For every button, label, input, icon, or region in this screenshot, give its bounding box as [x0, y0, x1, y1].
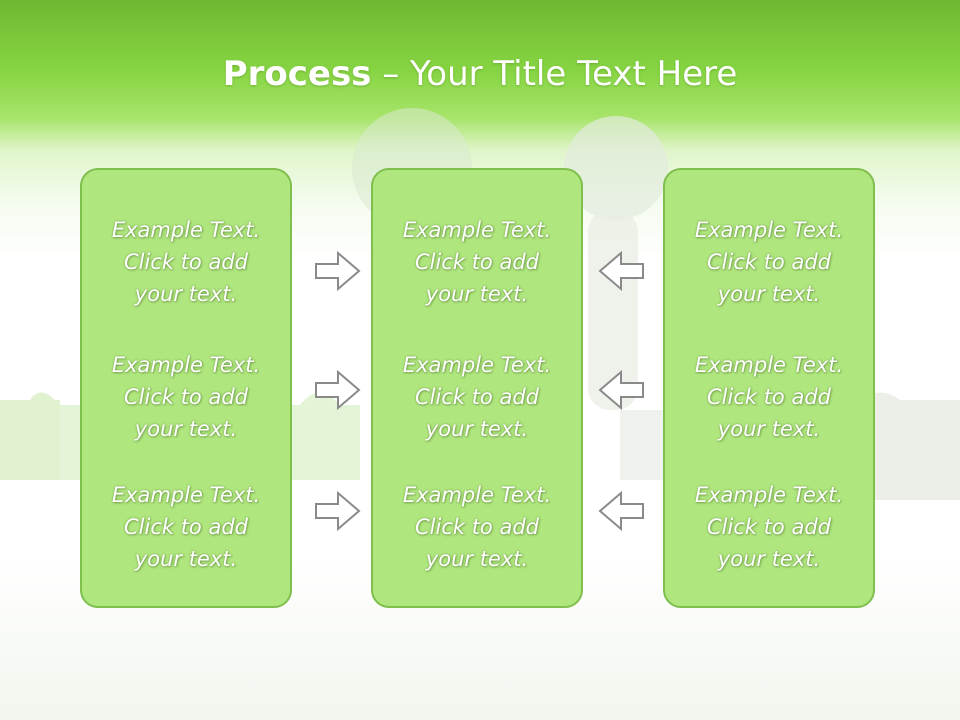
arrow-left-icon	[598, 250, 644, 292]
text-line: Example Text.	[111, 218, 261, 242]
title-rest: – Your Title Text Here	[371, 54, 738, 94]
text-line: Click to add	[414, 385, 539, 409]
text-item[interactable]: Example Text. Click to add your text.	[373, 479, 581, 575]
text-line: your text.	[425, 282, 529, 306]
arrow-left-icon	[598, 490, 644, 532]
text-line: your text.	[134, 282, 238, 306]
text-line: Click to add	[414, 515, 539, 539]
text-line: your text.	[717, 417, 821, 441]
text-item[interactable]: Example Text. Click to add your text.	[665, 479, 873, 575]
text-item[interactable]: Example Text. Click to add your text.	[82, 214, 290, 310]
text-line: Example Text.	[402, 353, 552, 377]
text-item[interactable]: Example Text. Click to add your text.	[373, 214, 581, 310]
text-item[interactable]: Example Text. Click to add your text.	[82, 479, 290, 575]
text-line: Click to add	[414, 250, 539, 274]
text-line: your text.	[717, 282, 821, 306]
text-line: your text.	[717, 547, 821, 571]
text-item[interactable]: Example Text. Click to add your text.	[373, 349, 581, 445]
text-item[interactable]: Example Text. Click to add your text.	[82, 349, 290, 445]
text-line: Example Text.	[694, 218, 844, 242]
text-line: Click to add	[706, 515, 831, 539]
text-item[interactable]: Example Text. Click to add your text.	[665, 349, 873, 445]
text-line: Example Text.	[402, 218, 552, 242]
arrow-right-icon	[315, 250, 361, 292]
text-line: Example Text.	[111, 353, 261, 377]
text-line: Click to add	[123, 250, 248, 274]
text-line: your text.	[134, 417, 238, 441]
text-line: Click to add	[123, 385, 248, 409]
text-line: Example Text.	[111, 483, 261, 507]
left-text-box[interactable]: Example Text. Click to add your text. Ex…	[80, 168, 292, 608]
text-line: Example Text.	[694, 353, 844, 377]
text-line: Click to add	[706, 250, 831, 274]
text-line: your text.	[134, 547, 238, 571]
title-bold: Process	[222, 54, 372, 94]
text-line: Example Text.	[402, 483, 552, 507]
right-text-box[interactable]: Example Text. Click to add your text. Ex…	[663, 168, 875, 608]
slide-title: Process – Your Title Text Here	[0, 50, 960, 98]
arrow-left-icon	[598, 369, 644, 411]
text-line: Example Text.	[694, 483, 844, 507]
arrow-right-icon	[315, 369, 361, 411]
text-line: Click to add	[706, 385, 831, 409]
text-line: Click to add	[123, 515, 248, 539]
text-line: your text.	[425, 547, 529, 571]
arrow-right-icon	[315, 490, 361, 532]
center-text-box[interactable]: Example Text. Click to add your text. Ex…	[371, 168, 583, 608]
text-line: your text.	[425, 417, 529, 441]
text-item[interactable]: Example Text. Click to add your text.	[665, 214, 873, 310]
